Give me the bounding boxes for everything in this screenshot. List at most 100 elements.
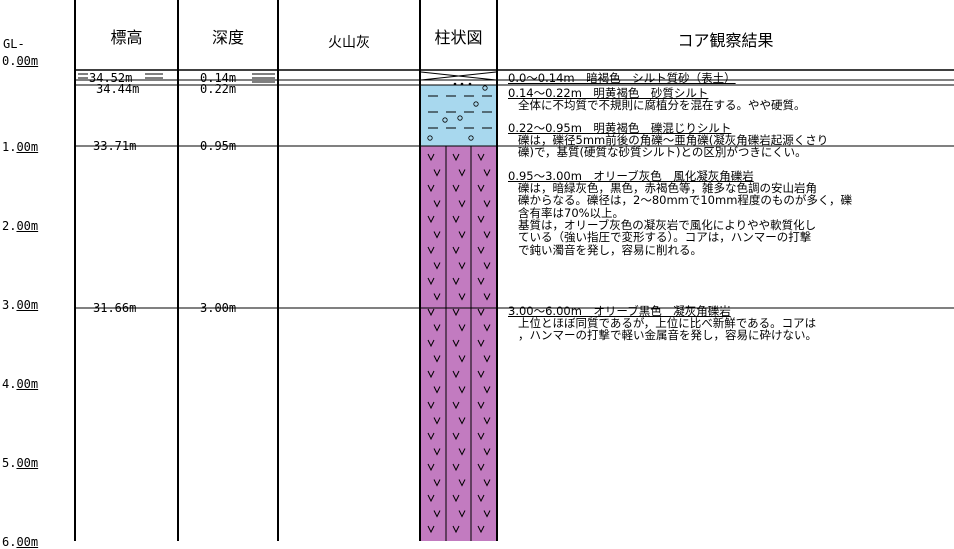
tuff-v-mark: [458, 417, 466, 425]
tuff-v-mark: [477, 401, 485, 410]
observation-line: で鈍い濁音を発し，容易に削れる。: [518, 242, 702, 257]
tuff-v-mark: [452, 370, 460, 379]
tuff-v-mark: [433, 386, 441, 394]
boundary-elevation: 31.66m: [93, 301, 137, 315]
gl-label: GL-: [3, 37, 25, 51]
tuff-v-mark: [477, 494, 485, 503]
observation-line: 礫)で，基質(硬質な砂質シルト)との区別がつきにくい。: [518, 145, 807, 160]
tuff-v-mark: [427, 432, 435, 441]
tuff-v-mark: [452, 494, 460, 503]
tuff-v-mark: [477, 525, 485, 534]
tuff-v-mark: [483, 417, 491, 425]
tuff-v-mark: [433, 169, 441, 177]
boundary-depth: 3.00m: [200, 301, 237, 315]
tuff-v-mark: [433, 448, 441, 456]
tuff-v-mark: [458, 200, 466, 208]
tuff-v-mark: [433, 510, 441, 518]
tuff-v-mark: [427, 246, 435, 255]
tuff-v-mark: [427, 370, 435, 379]
observation-line: 全体に不均質で不規則に腐植分を混在する。やや硬質。: [518, 98, 806, 112]
depth-scale-label: 6.00m: [2, 535, 39, 549]
tuff-v-mark: [427, 308, 435, 317]
column-tuff-fill: [421, 146, 496, 541]
depth-scale-label: 2.00m: [2, 219, 39, 233]
tuff-v-mark: [483, 324, 491, 332]
tuff-v-mark: [452, 246, 460, 255]
tuff-v-mark: [477, 184, 485, 193]
tuff-v-mark: [458, 510, 466, 518]
tuff-v-mark: [483, 169, 491, 177]
tuff-v-mark: [433, 200, 441, 208]
boundary-elevation: 34.52m: [89, 71, 133, 85]
tuff-v-mark: [452, 184, 460, 193]
observation-title: 0.0～0.14m 暗褐色 シルト質砂（表土）: [508, 71, 736, 85]
tuff-v-mark: [427, 339, 435, 348]
tuff-v-mark: [477, 432, 485, 441]
tuff-v-mark: [427, 525, 435, 534]
header-column: 柱状図: [434, 28, 483, 47]
tuff-v-mark: [452, 277, 460, 286]
tuff-v-mark: [483, 510, 491, 518]
tuff-v-mark: [452, 432, 460, 441]
tuff-v-mark: [427, 401, 435, 410]
observation-title: 0.22～0.95m 明黄褐色 礫混じりシルト: [508, 121, 732, 135]
tuff-v-mark: [433, 355, 441, 363]
tuff-v-mark: [433, 417, 441, 425]
tuff-v-mark: [483, 386, 491, 394]
observation-line: 礫からなる。礫径は，2～80mmで10mm程度のものが多く，礫: [518, 193, 853, 208]
boundary-depth: 0.14m: [200, 71, 237, 85]
tuff-v-mark: [483, 355, 491, 363]
observation-line: 含有率は70%以上。: [518, 205, 625, 220]
observation-line: 礫は，暗緑灰色，黒色，赤褐色等，雑多な色調の安山岩角: [518, 181, 817, 195]
tuff-v-mark: [433, 262, 441, 270]
header-elevation: 標高: [110, 28, 143, 47]
tuff-v-mark: [452, 525, 460, 534]
tuff-v-mark: [452, 401, 460, 410]
tuff-v-mark: [427, 215, 435, 224]
tuff-v-mark: [458, 386, 466, 394]
tuff-v-mark: [477, 215, 485, 224]
observation-line: 基質は，オリーブ灰色の凝灰岩で風化によりやや軟質化し: [518, 217, 817, 232]
tuff-v-mark: [458, 479, 466, 487]
depth-scale-label: 3.00m: [2, 298, 39, 312]
tuff-v-mark: [433, 324, 441, 332]
observation-line: 上位とほぼ同質であるが，上位に比べ新鮮である。コアは: [518, 316, 817, 330]
tuff-v-mark: [452, 339, 460, 348]
tuff-v-mark: [477, 370, 485, 379]
boundary-elevation: 34.44m: [96, 82, 140, 96]
tuff-v-mark: [427, 494, 435, 503]
observation-line: ，ハンマーの打撃で軽い金属音を発し，容易に砕けない。: [518, 328, 817, 343]
observation-title: 0.14～0.22m 明黄褐色 砂質シルト: [508, 86, 709, 100]
tuff-v-mark: [477, 463, 485, 472]
tuff-v-mark: [452, 153, 460, 162]
column-silt-fill: [421, 85, 496, 146]
depth-scale-label: 1.00m: [2, 140, 39, 154]
tuff-v-mark: [458, 293, 466, 301]
observation-line: 礫は，礫径5mm前後の角礫～亜角礫(凝灰角礫岩起源くさり: [518, 133, 829, 147]
observation-title: 0.95～3.00m オリーブ灰色 風化凝灰角礫岩: [508, 169, 754, 183]
tuff-v-mark: [458, 231, 466, 239]
tuff-v-mark: [458, 169, 466, 177]
tuff-v-mark: [477, 277, 485, 286]
tuff-v-mark: [458, 324, 466, 332]
tuff-v-mark: [483, 231, 491, 239]
header-depth: 深度: [211, 28, 244, 47]
tuff-v-mark: [477, 339, 485, 348]
tuff-v-mark: [452, 308, 460, 317]
header-volcanic-ash: 火山灰: [328, 35, 370, 51]
tuff-v-mark: [427, 184, 435, 193]
tuff-v-mark: [477, 153, 485, 162]
observation-title: 3.00～6.00m オリーブ黒色 凝灰角礫岩: [508, 304, 731, 318]
tuff-v-mark: [427, 463, 435, 472]
tuff-v-mark: [477, 246, 485, 255]
tuff-v-mark: [452, 463, 460, 472]
tuff-v-mark: [433, 293, 441, 301]
tuff-v-mark: [483, 200, 491, 208]
header-observation: コア観察結果: [677, 31, 774, 50]
depth-scale-label: 4.00m: [2, 377, 39, 391]
tuff-v-mark: [433, 479, 441, 487]
tuff-v-mark: [427, 277, 435, 286]
tuff-v-mark: [458, 262, 466, 270]
boundary-depth: 0.95m: [200, 139, 237, 153]
